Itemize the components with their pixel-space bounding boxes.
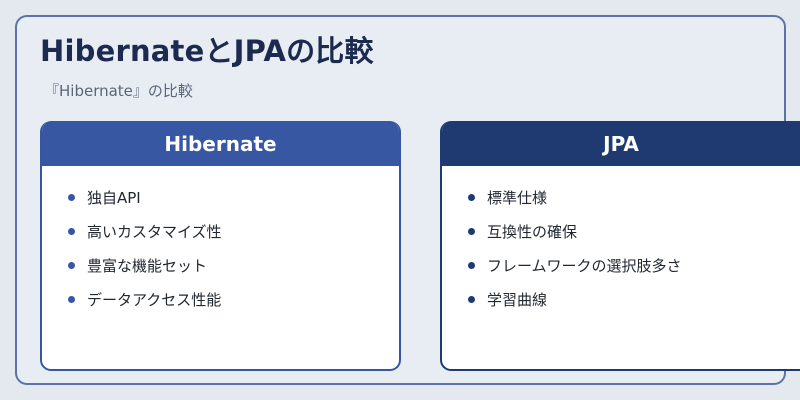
page-title: HibernateとJPAの比較 [40, 34, 374, 68]
list-item-label: 豊富な機能セット [87, 256, 208, 275]
list-item-label: 独自API [87, 188, 141, 207]
hibernate-card: Hibernate 独自API 高いカスタマイズ性 豊富な機能セット データアク… [40, 121, 401, 371]
list-item-label: 学習曲線 [487, 290, 548, 309]
list-item: 独自API [68, 180, 399, 214]
hibernate-card-header: Hibernate [42, 121, 399, 166]
bullet-icon [68, 193, 75, 201]
bullet-icon [68, 261, 75, 269]
list-item: 互換性の確保 [468, 214, 800, 248]
jpa-card: JPA 標準仕様 互換性の確保 フレームワークの選択肢多さ 学習曲線 [440, 121, 800, 371]
list-item-label: 高いカスタマイズ性 [87, 222, 222, 241]
bullet-icon [468, 193, 475, 201]
list-item-label: フレームワークの選択肢多さ [487, 256, 682, 275]
bullet-icon [68, 227, 75, 235]
list-item: データアクセス性能 [68, 282, 399, 316]
list-item-label: 互換性の確保 [487, 222, 578, 241]
page-subtitle: 『Hibernate』の比較 [44, 82, 193, 100]
hibernate-feature-list: 独自API 高いカスタマイズ性 豊富な機能セット データアクセス性能 [42, 166, 399, 316]
bullet-icon [468, 295, 475, 303]
list-item: フレームワークの選択肢多さ [468, 248, 800, 282]
list-item: 豊富な機能セット [68, 248, 399, 282]
jpa-card-header: JPA [442, 121, 800, 166]
list-item-label: 標準仕様 [487, 188, 548, 207]
list-item: 高いカスタマイズ性 [68, 214, 399, 248]
list-item-label: データアクセス性能 [87, 290, 222, 309]
bullet-icon [468, 227, 475, 235]
list-item: 標準仕様 [468, 180, 800, 214]
list-item: 学習曲線 [468, 282, 800, 316]
bullet-icon [468, 261, 475, 269]
bullet-icon [68, 295, 75, 303]
jpa-feature-list: 標準仕様 互換性の確保 フレームワークの選択肢多さ 学習曲線 [442, 166, 800, 316]
